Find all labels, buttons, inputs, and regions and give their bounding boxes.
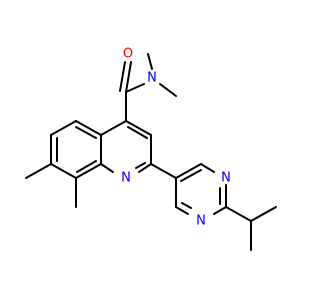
bond-pyr-c2-n1 [213, 206, 227, 215]
bond-pyr-c4-n3 [200, 163, 215, 173]
bond-c4a-c5-inner [75, 126, 97, 139]
bond-carbonyl-c-o-2 [119, 61, 126, 92]
bond-pyr-c5-c4-inner [180, 169, 202, 182]
bond-n-methyl-up [147, 53, 153, 70]
bond-isopropyl-methyl-up [250, 206, 277, 222]
bond-pyr-isopropyl [225, 206, 252, 222]
bond-c7-c8 [50, 163, 77, 179]
bond-c4a-c5 [75, 120, 102, 136]
bond-c4a-c4 [100, 120, 127, 136]
bond-pyr-n1-c6 [175, 206, 189, 215]
bond-pyr-n1-c6-inner [181, 202, 192, 209]
atom-o-carbonyl: O [123, 47, 133, 62]
bonds-group [25, 53, 277, 251]
atom-labels-group: O N N N N [121, 47, 231, 229]
bond-c2-pyrimidine [150, 163, 177, 179]
atom-n-pyrimidine-bottom: N [196, 214, 206, 229]
bond-c8-c8a-inner [76, 160, 97, 173]
bond-c7-methyl [25, 163, 52, 179]
bond-c4-c3 [125, 120, 152, 136]
bond-c8-c8a [75, 163, 102, 179]
bond-c4-c3-inner [127, 126, 148, 139]
bond-n1-c8a [100, 163, 114, 173]
bond-n-methyl-right [159, 83, 177, 97]
bond-c2-n1-inner [135, 162, 146, 169]
bond-c5-c6 [50, 120, 77, 136]
atom-n-amide: N [147, 71, 157, 86]
bond-c2-n1 [138, 163, 152, 173]
atom-n-quinoline: N [121, 171, 131, 186]
bond-pyr-c5-c4 [175, 163, 202, 179]
atom-n-pyrimidine-top: N [221, 171, 231, 186]
molecule-structure: O N N N N [25, 46, 277, 251]
molecule-canvas: O N N N N [25, 46, 277, 251]
bond-carbonyl-c-n [125, 83, 145, 93]
bond-carbonyl-c-o-1 [125, 61, 132, 93]
